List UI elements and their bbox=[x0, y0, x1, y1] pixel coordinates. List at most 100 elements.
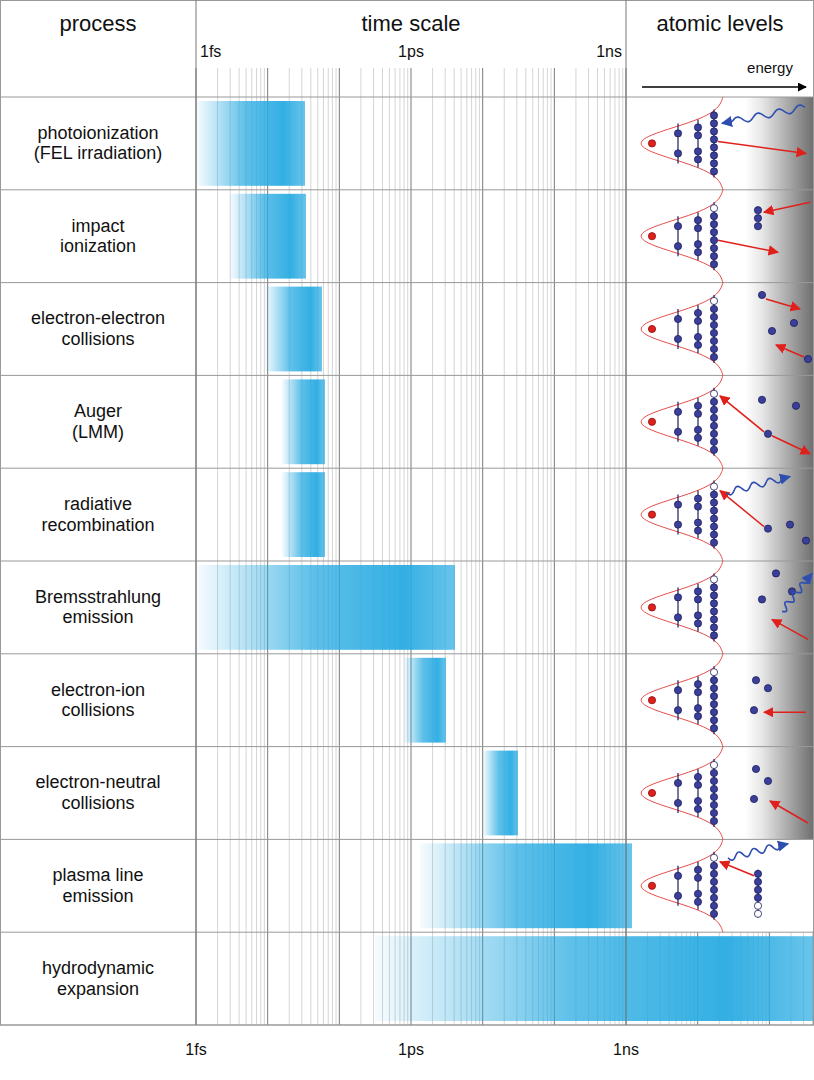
electron-dot bbox=[710, 438, 717, 445]
electron-dot bbox=[694, 797, 701, 804]
electron-dot bbox=[710, 862, 717, 869]
electron-dot bbox=[710, 313, 717, 320]
electron-dot bbox=[710, 878, 717, 885]
electron-dot bbox=[710, 253, 717, 260]
electron-arrow bbox=[770, 801, 808, 823]
electron-dot bbox=[674, 614, 681, 621]
electron-dot bbox=[694, 402, 701, 409]
electron-arrow bbox=[772, 436, 810, 454]
electron-dot bbox=[710, 608, 717, 615]
electron-dot bbox=[674, 872, 681, 879]
electron-dot bbox=[694, 713, 701, 720]
electron-dot bbox=[710, 801, 717, 808]
electron-dot bbox=[710, 305, 717, 312]
electron-dot bbox=[710, 390, 717, 397]
electron-dot bbox=[710, 499, 717, 506]
electron-arrow bbox=[720, 491, 764, 527]
time-bar bbox=[404, 658, 446, 743]
electron-dot bbox=[694, 156, 701, 163]
electron-dot bbox=[710, 120, 717, 127]
time-bar bbox=[197, 101, 305, 186]
time-bar bbox=[375, 936, 814, 1021]
table-lines bbox=[0, 0, 814, 1025]
electron-dot bbox=[710, 709, 717, 716]
level-line bbox=[677, 123, 678, 163]
level-line bbox=[677, 402, 678, 442]
time-bar bbox=[265, 287, 322, 372]
level-line bbox=[677, 680, 678, 720]
electron-dot bbox=[754, 910, 761, 917]
electron-dot bbox=[764, 430, 771, 437]
electron-dot bbox=[710, 406, 717, 413]
nucleus-dot bbox=[648, 140, 655, 147]
nucleus-dot bbox=[648, 697, 655, 704]
process-name: radiative recombination bbox=[36, 494, 161, 535]
electron-dot bbox=[710, 430, 717, 437]
nucleus-dot bbox=[648, 233, 655, 240]
electron-dot bbox=[694, 225, 701, 232]
electron-dot bbox=[674, 521, 681, 528]
electron-dot bbox=[754, 886, 761, 893]
electron-dot bbox=[710, 245, 717, 252]
electron-dot bbox=[710, 160, 717, 167]
electron-dot bbox=[694, 241, 701, 248]
level-line bbox=[677, 773, 678, 813]
time-bar bbox=[483, 751, 518, 836]
electron-dot bbox=[694, 805, 701, 812]
electron-dot bbox=[710, 785, 717, 792]
electron-dot bbox=[694, 333, 701, 340]
nucleus-dot bbox=[648, 418, 655, 425]
process-name: Auger (LMM) bbox=[63, 401, 133, 442]
level-line bbox=[677, 309, 678, 349]
electron-dot bbox=[694, 519, 701, 526]
electron-dot bbox=[694, 132, 701, 139]
electron-dot bbox=[758, 291, 765, 298]
electron-dot bbox=[710, 515, 717, 522]
time-bar bbox=[197, 565, 455, 650]
axis-tick-label: 1ns bbox=[596, 43, 622, 61]
electron-dot bbox=[754, 878, 761, 885]
electron-dot bbox=[710, 144, 717, 151]
electron-dot bbox=[710, 321, 717, 328]
electron-dot bbox=[674, 779, 681, 786]
envelope-curve bbox=[641, 97, 723, 932]
electron-dot bbox=[792, 402, 799, 409]
electron-dot bbox=[750, 795, 757, 802]
electron-dot bbox=[710, 152, 717, 159]
electron-dot bbox=[710, 398, 717, 405]
electron-dot bbox=[710, 761, 717, 768]
electron-dot bbox=[710, 531, 717, 538]
electron-dot bbox=[710, 261, 717, 268]
electron-dot bbox=[694, 309, 701, 316]
electron-dot bbox=[710, 677, 717, 684]
electron-dot bbox=[710, 337, 717, 344]
electron-dot bbox=[694, 317, 701, 324]
electron-dot bbox=[710, 584, 717, 591]
electron-dot bbox=[694, 773, 701, 780]
level-line bbox=[677, 587, 678, 627]
electron-dot bbox=[764, 685, 771, 692]
nucleus-dot bbox=[648, 604, 655, 611]
electron-dot bbox=[750, 707, 757, 714]
electron-dot bbox=[674, 707, 681, 714]
electron-dot bbox=[710, 329, 717, 336]
electron-arrow bbox=[720, 862, 754, 876]
electron-dot bbox=[694, 866, 701, 873]
electron-dot bbox=[710, 669, 717, 676]
electron-dot bbox=[710, 693, 717, 700]
electron-dot bbox=[710, 701, 717, 708]
electron-dot bbox=[674, 130, 681, 137]
electron-dot bbox=[694, 705, 701, 712]
electron-dot bbox=[674, 335, 681, 342]
electron-dot bbox=[710, 491, 717, 498]
electron-arrow bbox=[776, 345, 804, 357]
axis-tick-label: 1ns bbox=[613, 1041, 639, 1059]
electron-dot bbox=[694, 874, 701, 881]
electron-dot bbox=[710, 221, 717, 228]
electron-arrow bbox=[764, 202, 810, 212]
electron-dot bbox=[674, 687, 681, 694]
electron-dot bbox=[710, 854, 717, 861]
electron-arrow bbox=[718, 240, 778, 252]
electron-dot bbox=[710, 205, 717, 212]
column-heading: atomic levels bbox=[656, 11, 783, 36]
